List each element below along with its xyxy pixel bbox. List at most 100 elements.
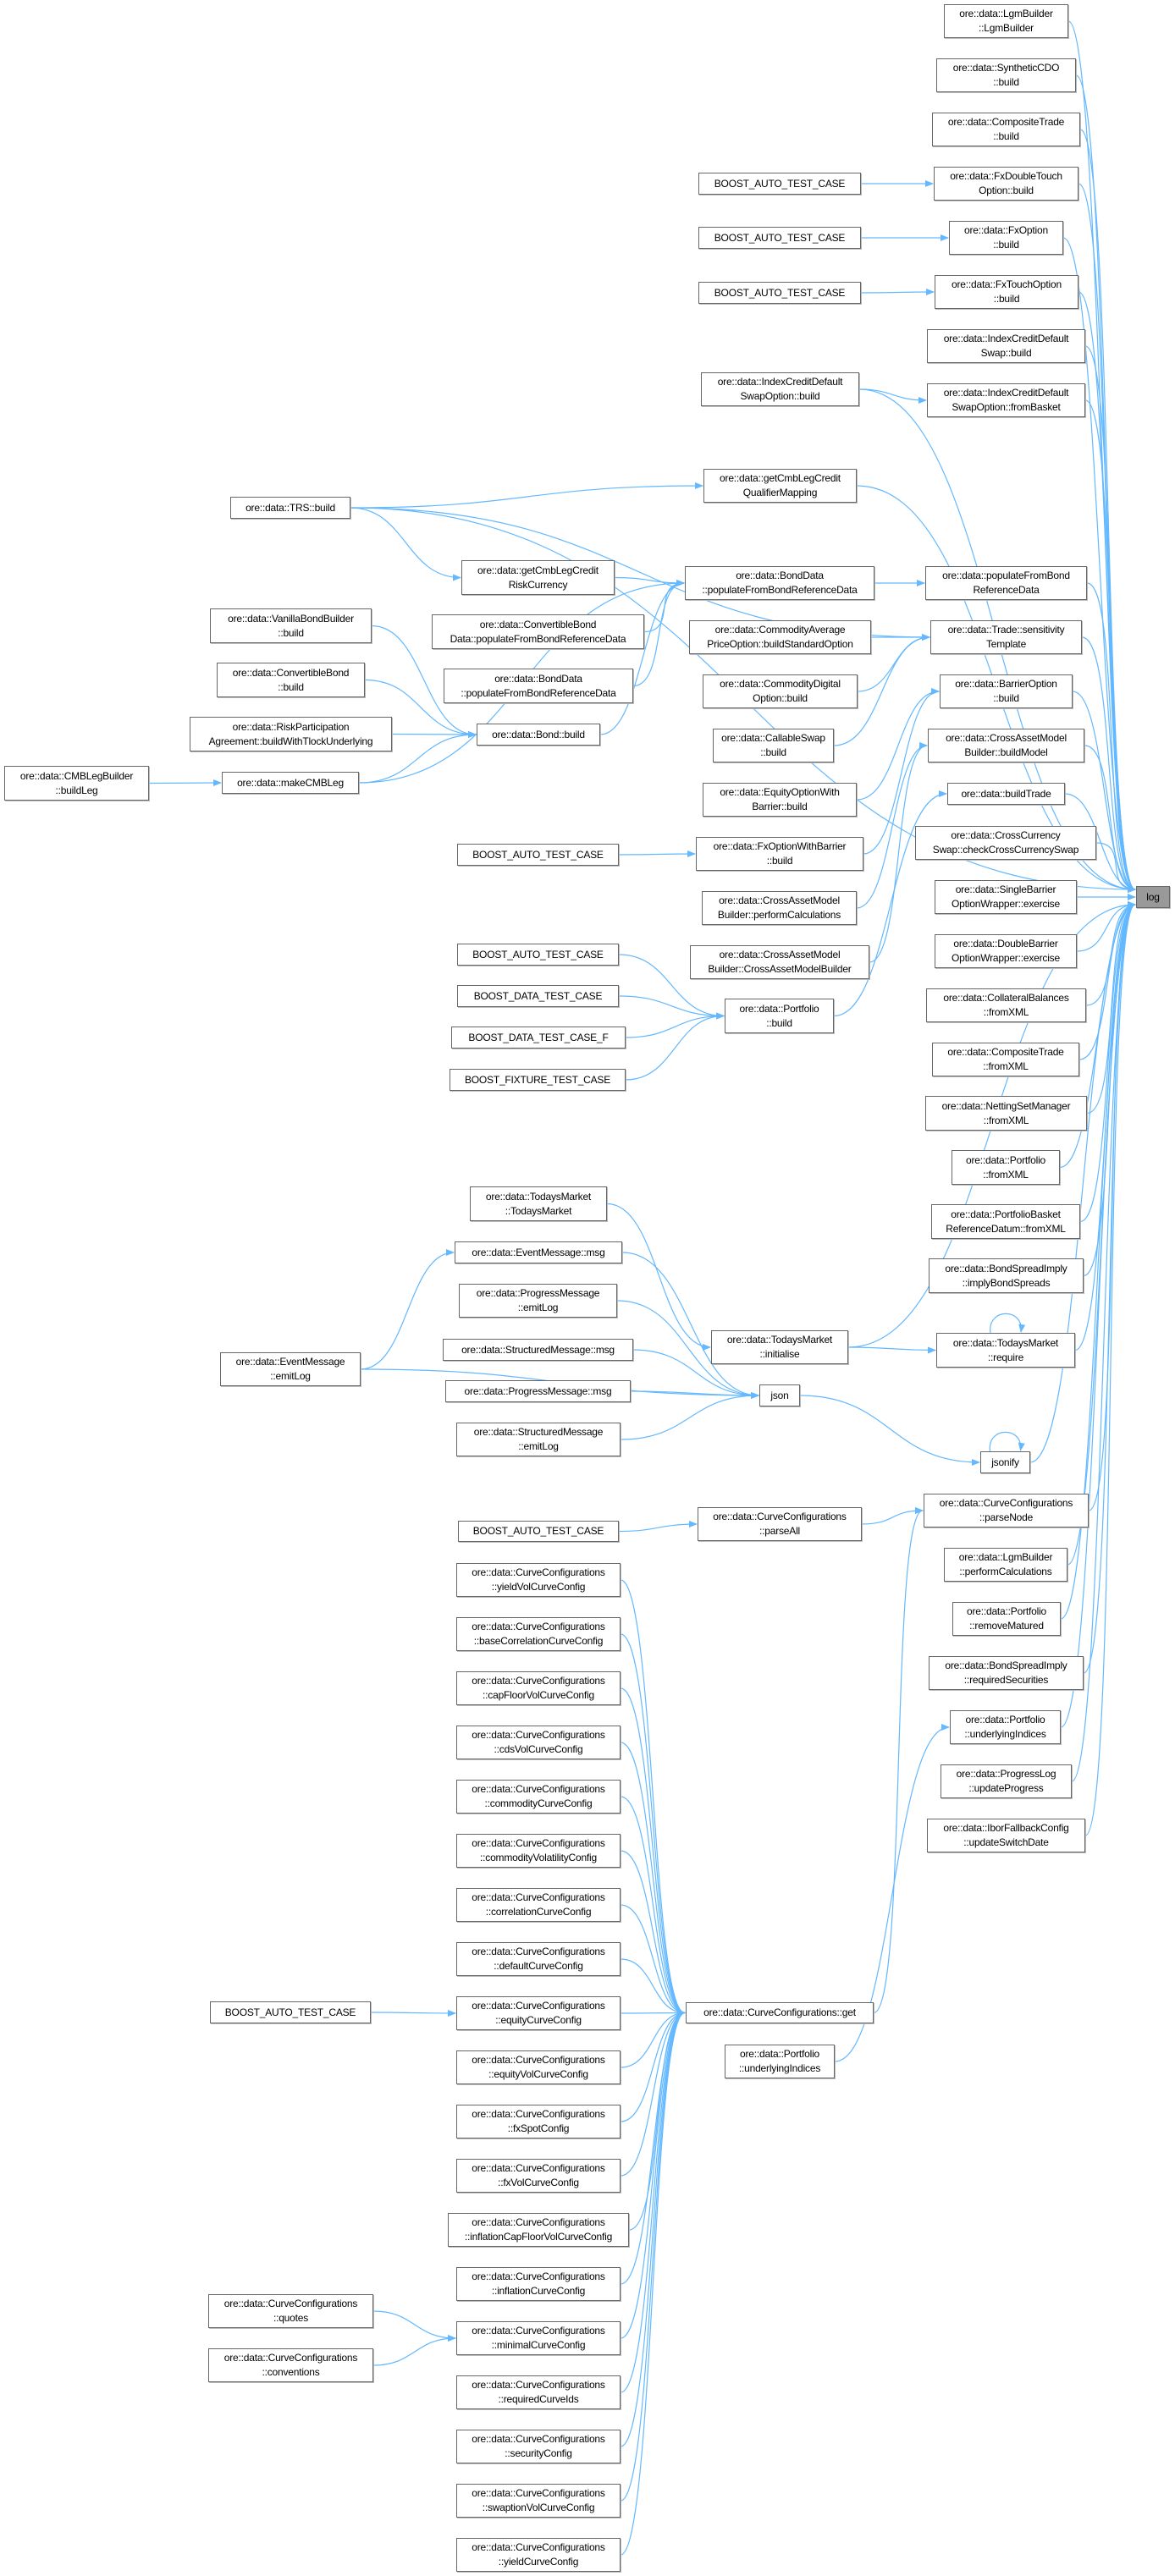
node-req[interactable]: ore::data::TodaysMarket::require [936,1333,1075,1368]
node-cc12[interactable]: ore::data::CurveConfigurations::inflatio… [448,2213,629,2247]
node-barr[interactable]: ore::data::BarrierOption::build [940,674,1073,708]
node-pxml[interactable]: ore::data::Portfolio::fromXML [952,1150,1060,1185]
node-label-line: ore::data::CurveConfigurations [472,2054,605,2066]
node-fxo[interactable]: ore::data::FxOption::build [949,221,1063,255]
node-reqsec[interactable]: ore::data::BondSpreadImply::requiredSecu… [929,1656,1084,1690]
node-tmctor[interactable]: ore::data::TodaysMarket::TodaysMarket [470,1186,607,1221]
node-removem[interactable]: ore::data::Portfolio::removeMatured [952,1602,1061,1636]
node-cc6[interactable]: ore::data::CurveConfigurations::correlat… [456,1888,621,1922]
node-ctrade-build[interactable]: ore::data::CompositeTrade::build [932,113,1080,146]
node-emsg[interactable]: ore::data::EventMessage::msg [455,1241,622,1263]
node-lgm-pc[interactable]: ore::data::LgmBuilder::performCalculatio… [944,1548,1067,1582]
node-cc15[interactable]: ore::data::CurveConfigurations::required… [456,2375,621,2409]
node-callable[interactable]: ore::data::CallableSwap::build [713,729,834,762]
node-bt1[interactable]: BOOST_AUTO_TEST_CASE [698,173,861,195]
node-fxowb[interactable]: ore::data::FxOptionWithBarrier::build [696,837,863,871]
node-semit[interactable]: ore::data::StructuredMessage::emitLog [456,1423,621,1456]
node-bt2[interactable]: BOOST_AUTO_TEST_CASE [698,227,861,249]
node-eemit[interactable]: ore::data::EventMessage::emitLog [220,1352,361,1386]
node-tminit[interactable]: ore::data::TodaysMarket::initialise [711,1330,848,1364]
node-cc3[interactable]: ore::data::CurveConfigurations::cdsVolCu… [456,1726,621,1759]
node-buildtrade[interactable]: ore::data::buildTrade [947,783,1065,805]
node-jsonify[interactable]: jsonify [980,1451,1030,1473]
node-parseall[interactable]: ore::data::CurveConfigurations::parseAll [698,1507,862,1541]
node-pmsg[interactable]: ore::data::ProgressMessage::msg [445,1380,631,1402]
node-cc16[interactable]: ore::data::CurveConfigurations::security… [456,2430,621,2463]
node-cc8[interactable]: ore::data::CurveConfigurations::equityCu… [456,1996,621,2030]
node-cc14[interactable]: ore::data::CurveConfigurations::minimalC… [456,2321,621,2355]
node-cbb[interactable]: ore::data::ConvertibleBond::build [217,663,365,697]
node-bt6[interactable]: BOOST_AUTO_TEST_CASE [458,1521,619,1542]
node-label-line: BOOST_AUTO_TEST_CASE [714,177,846,190]
node-imply[interactable]: ore::data::BondSpreadImply::implyBondSpr… [929,1258,1084,1293]
node-conventions[interactable]: ore::data::CurveConfigurations::conventi… [208,2348,373,2382]
node-vbb[interactable]: ore::data::VanillaBondBuilder::build [210,608,372,643]
node-cc4[interactable]: ore::data::CurveConfigurations::commodit… [456,1780,621,1814]
node-json[interactable]: json [759,1384,800,1406]
node-cc0[interactable]: ore::data::CurveConfigurations::yieldVol… [456,1563,621,1597]
node-bdtf[interactable]: BOOST_DATA_TEST_CASE_F [451,1027,626,1049]
node-cc10[interactable]: ore::data::CurveConfigurations::fxSpotCo… [456,2105,621,2138]
node-pemit[interactable]: ore::data::ProgressMessage::emitLog [459,1284,617,1318]
node-parsenode[interactable]: ore::data::CurveConfigurations::parseNod… [924,1494,1089,1527]
node-bt4[interactable]: BOOST_AUTO_TEST_CASE [457,844,619,866]
node-bdt[interactable]: BOOST_DATA_TEST_CASE [457,985,619,1007]
node-bft[interactable]: BOOST_FIXTURE_TEST_CASE [450,1069,626,1091]
node-trs[interactable]: ore::data::TRS::build [230,497,350,519]
node-quotes[interactable]: ore::data::CurveConfigurations::quotes [208,2294,373,2328]
node-ctrade-xml[interactable]: ore::data::CompositeTrade::fromXML [932,1043,1079,1076]
node-cc7[interactable]: ore::data::CurveConfigurations::defaultC… [456,1942,621,1976]
node-bond[interactable]: ore::data::Bond::build [477,724,600,746]
node-nsm[interactable]: ore::data::NettingSetManager::fromXML [925,1096,1087,1131]
node-cc11[interactable]: ore::data::CurveConfigurations::fxVolCur… [456,2159,621,2193]
node-cc18[interactable]: ore::data::CurveConfigurations::yieldCur… [456,2538,621,2572]
node-lgmb-ctor[interactable]: ore::data::LgmBuilder::LgmBuilder [944,4,1068,38]
node-fxt[interactable]: ore::data::FxTouchOption::build [935,275,1078,309]
node-bd-mid[interactable]: ore::data::BondData::populateFromBondRef… [685,566,874,600]
node-label-line: ::performCalculations [959,1566,1052,1577]
node-cc17[interactable]: ore::data::CurveConfigurations::swaption… [456,2484,621,2518]
node-bt5[interactable]: BOOST_AUTO_TEST_CASE [457,944,619,966]
node-updprog[interactable]: ore::data::ProgressLog::updateProgress [941,1764,1072,1798]
node-label-line: Data::populateFromBondReferenceData [450,632,626,645]
node-bd-low[interactable]: ore::data::BondData::populateFromBondRef… [444,669,633,703]
node-cc2[interactable]: ore::data::CurveConfigurations::capFloor… [456,1671,621,1705]
node-pbuild[interactable]: ore::data::Portfolio::build [725,999,834,1033]
node-cdo[interactable]: ore::data::SyntheticCDO::build [936,58,1076,92]
node-cc13[interactable]: ore::data::CurveConfigurations::inflatio… [456,2267,621,2301]
node-cc9[interactable]: ore::data::CurveConfigurations::equityVo… [456,2050,621,2084]
node-bt7[interactable]: BOOST_AUTO_TEST_CASE [210,2001,371,2023]
node-cc1[interactable]: ore::data::CurveConfigurations::baseCorr… [456,1617,621,1651]
node-ibor[interactable]: ore::data::IborFallbackConfig::updateSwi… [927,1819,1085,1852]
node-collat[interactable]: ore::data::CollateralBalances::fromXML [926,988,1086,1022]
node-uind-m[interactable]: ore::data::Portfolio::underlyingIndices [725,2045,835,2078]
node-makecmb[interactable]: ore::data::makeCMBLeg [222,772,359,794]
node-log[interactable]: log [1136,886,1170,908]
node-uind-r[interactable]: ore::data::Portfolio::underlyingIndices [950,1710,1061,1744]
node-cc5[interactable]: ore::data::CurveConfigurations::commodit… [456,1834,621,1868]
node-cmbleg[interactable]: ore::data::CMBLegBuilder::buildLeg [4,766,149,801]
node-get[interactable]: ore::data::CurveConfigurations::get [686,2002,874,2023]
node-smsg[interactable]: ore::data::StructuredMessage::msg [443,1339,633,1361]
node-bt3[interactable]: BOOST_AUTO_TEST_CASE [698,282,861,304]
